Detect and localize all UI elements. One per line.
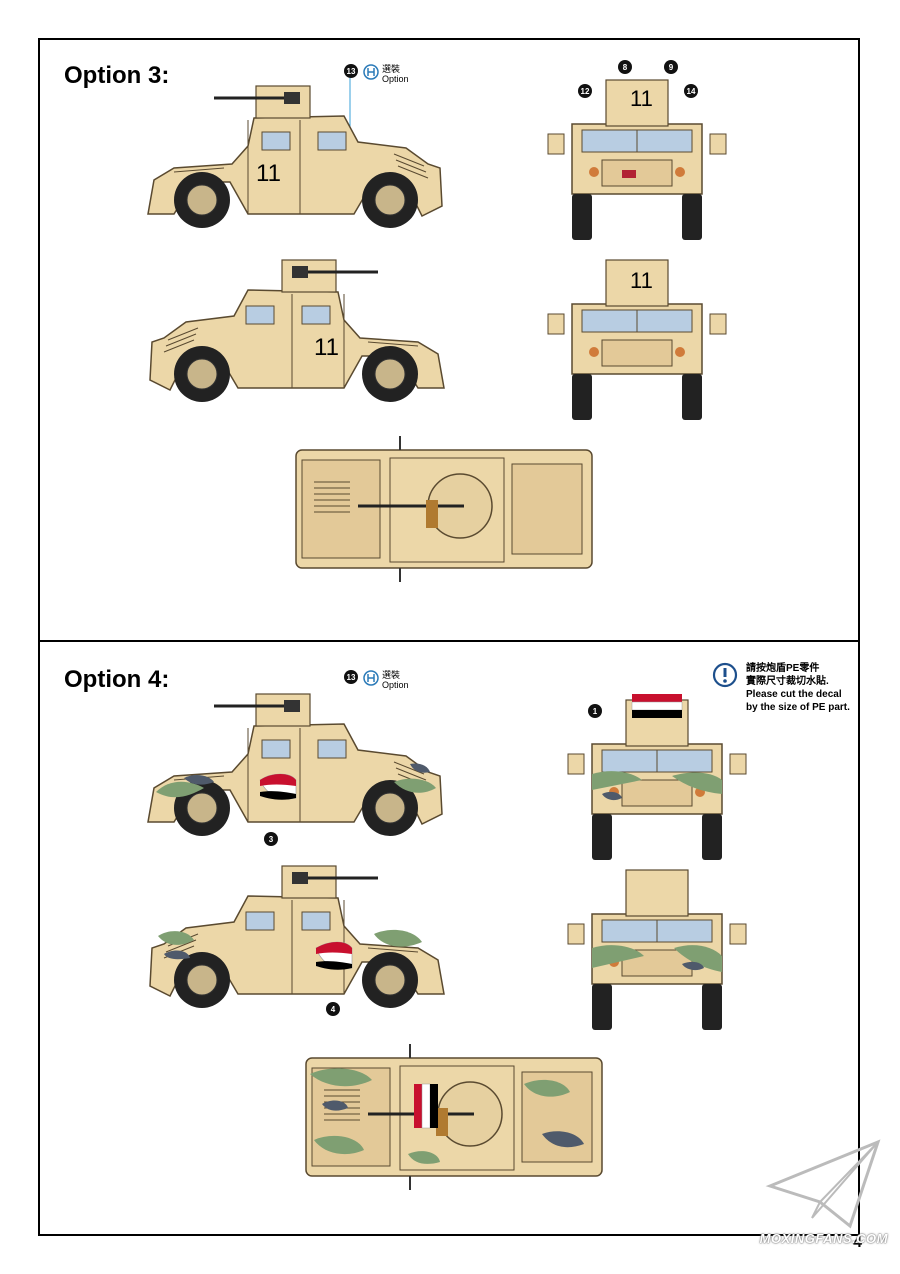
option-3-callout-14: 14: [684, 84, 698, 98]
option-3-marker-label-cn: 選裝: [382, 64, 401, 74]
decal-cut-note: 請按炮盾PE零件 實際尺寸裁切水貼. Please cut the decal …: [712, 662, 862, 713]
option-3-panel: Option 3: 13 選裝 Option 11 11 11 11: [38, 38, 860, 642]
option-3-title: Option 3:: [64, 62, 170, 89]
option-3-hull-number-rear: 11: [630, 268, 653, 293]
option-3-hull-number-right: 11: [314, 334, 339, 361]
note-line-en-2: by the size of PE part.: [746, 702, 850, 713]
option-3-hull-number-left: 11: [256, 160, 281, 187]
option-4-marker-label-cn: 選裝: [382, 670, 401, 680]
watermark-text: MOXINGFANS.COM: [759, 1231, 888, 1246]
option-3-part-number: 13: [344, 64, 358, 78]
option-3-left-side-view: [146, 84, 444, 230]
option-4-marker-label-en: Option: [382, 680, 409, 690]
option-3-right-side-view: [148, 258, 446, 404]
option-4-title: Option 4:: [64, 666, 170, 693]
page-number: 4: [853, 1234, 862, 1251]
option-4-callout-3: 3: [264, 832, 278, 846]
note-line-cn-2: 實際尺寸裁切水貼.: [746, 676, 829, 687]
note-line-en-1: Please cut the decal: [746, 689, 842, 700]
option-4-part-marker: 13 選裝 Option: [344, 670, 409, 690]
exclamation-icon: [712, 662, 738, 688]
option-4-panel: Option 4: 13 選裝 Option 請按炮盾PE零件 實際尺寸裁切水貼…: [38, 640, 860, 1236]
option-3-marker-label-en: Option: [382, 74, 409, 84]
option-3-callout-9: 9: [664, 60, 678, 74]
option-4-rear-view: [567, 869, 747, 1031]
optional-part-icon: [363, 64, 379, 80]
option-4-top-view: [304, 1044, 604, 1192]
option-4-left-side-view: [146, 692, 444, 838]
option-3-callout-8: 8: [618, 60, 632, 74]
option-4-front-view: [567, 694, 747, 861]
note-line-cn-1: 請按炮盾PE零件: [746, 663, 820, 674]
option-3-hull-number-front: 11: [630, 86, 653, 111]
option-4-right-side-view: [148, 864, 446, 1010]
option-4-part-number: 13: [344, 670, 358, 684]
optional-part-icon: [363, 670, 379, 686]
option-4-callout-4: 4: [326, 1002, 340, 1016]
option-3-marker-leader-line: [349, 78, 351, 130]
option-3-callout-12: 12: [578, 84, 592, 98]
option-4-callout-1: 1: [588, 704, 602, 718]
option-3-top-view: [294, 436, 594, 584]
option-3-part-marker: 13 選裝 Option: [344, 64, 409, 84]
paper-plane-logo: [765, 1139, 881, 1229]
option-3-front-view: [547, 79, 727, 241]
